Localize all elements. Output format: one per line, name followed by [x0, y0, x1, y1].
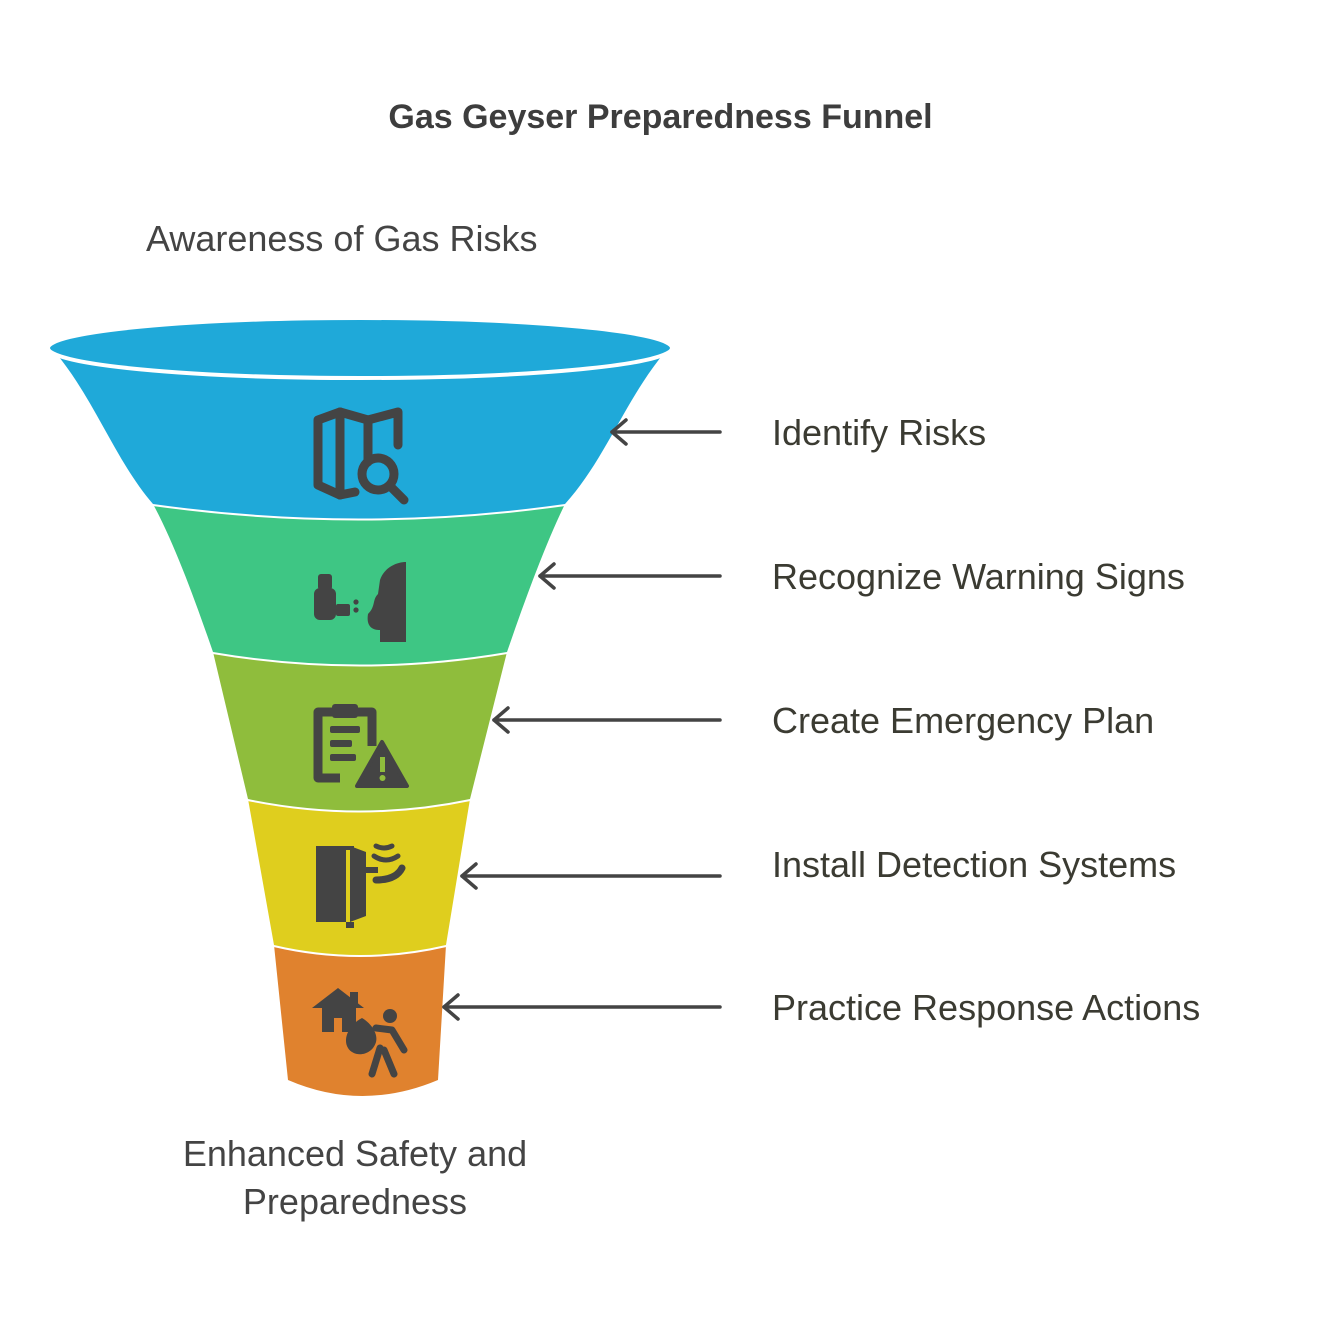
stage-5-label: Practice Response Actions	[772, 987, 1201, 1028]
evacuate-home-icon	[312, 988, 408, 1078]
stage-3-label: Create Emergency Plan	[772, 700, 1155, 741]
arrow-stage-3	[492, 706, 722, 734]
diagram-title: Gas Geyser Preparedness Funnel	[388, 98, 933, 136]
funnel-bottom-label: Enhanced Safety and Preparedness	[150, 1130, 560, 1226]
stage-3-band	[213, 652, 507, 811]
stage-4-label: Install Detection Systems	[772, 844, 1177, 885]
inhaler-face-icon	[314, 562, 406, 642]
bottom-label-line2: Preparedness	[242, 1181, 468, 1222]
arrow-stage-1	[610, 418, 722, 446]
funnel-stage-1	[46, 316, 674, 519]
map-search-icon	[313, 407, 409, 505]
funnel-stage-2	[152, 502, 566, 665]
stage-2-band	[153, 504, 565, 665]
arrow-stage-4	[460, 862, 722, 890]
arrow-stage-5	[442, 993, 722, 1021]
stage-2-label: Recognize Warning Signs	[772, 556, 1185, 597]
arrow-stage-2	[538, 562, 722, 590]
stage-1-label: Identify Risks	[772, 412, 987, 453]
clipboard-warning-icon	[313, 704, 409, 788]
funnel-top-label: Awareness of Gas Risks	[146, 218, 538, 259]
bottom-label-line1: Enhanced Safety and	[182, 1133, 528, 1174]
stage-1-band	[55, 352, 665, 519]
detector-signal-icon	[316, 843, 406, 928]
funnel-rim	[46, 316, 674, 380]
